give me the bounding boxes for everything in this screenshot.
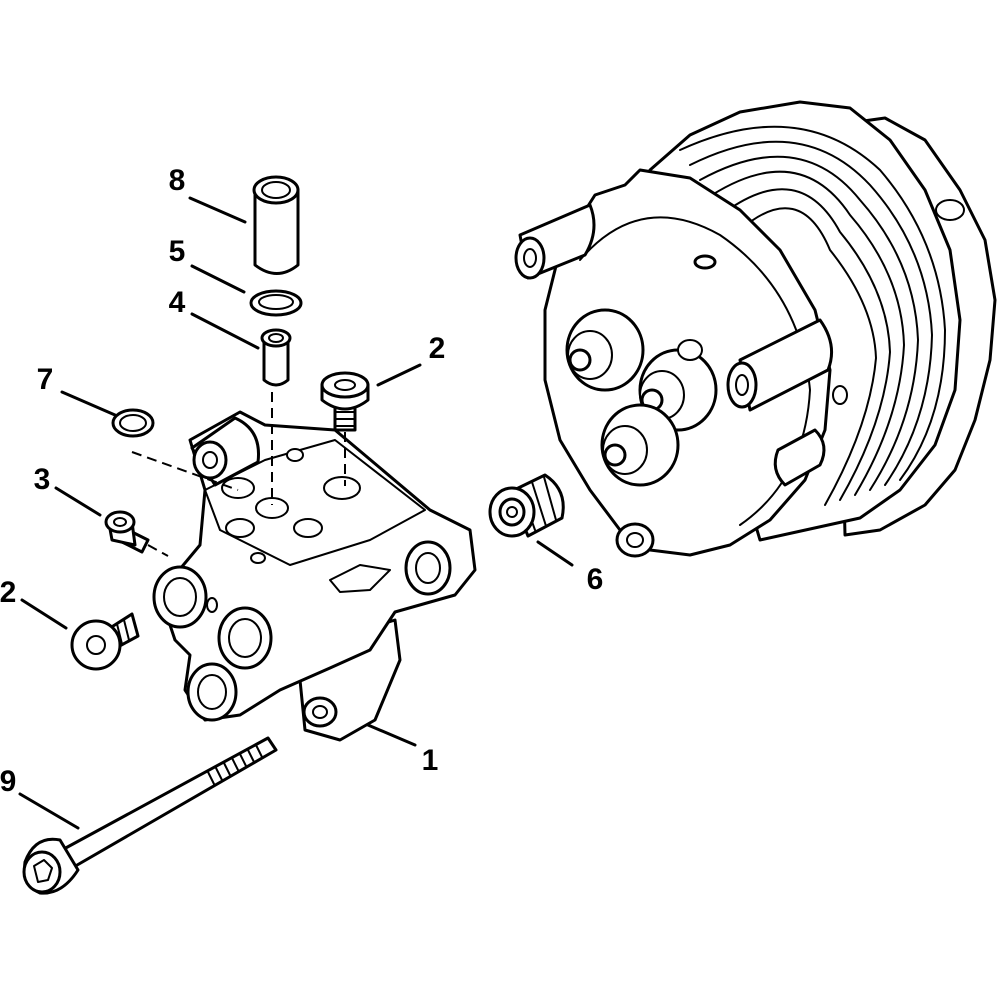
part-6-valve-cage [488,473,565,538]
leader-line-3 [54,486,102,517]
part-2-top-plug-screw [320,371,370,432]
callout-3: 3 [34,463,51,496]
callout-6: 6 [587,563,604,596]
callout-4: 4 [169,286,186,319]
leader-line-6 [536,540,574,567]
leader-line-1 [366,723,417,747]
part-5-o-ring [249,289,303,317]
callout-2-left: 2 [0,576,16,609]
part-8-sleeve [252,175,300,275]
callout-9: 9 [0,765,16,798]
leader-line-2-top [376,363,422,387]
part-7-o-ring [111,408,155,438]
callout-labels: 8 5 4 7 2 3 2 6 1 9 [0,164,603,798]
part-2-left-plug-screw [70,612,140,671]
part-3-small-plug [104,510,150,554]
leader-lines [18,196,574,830]
leader-line-8 [188,196,247,224]
part-9-long-bolt [22,736,278,895]
leader-line-9 [18,792,80,830]
part-4-valve-insert [260,328,292,387]
pump-motor-housing [514,100,997,558]
callout-1: 1 [422,744,439,777]
leader-line-2-left [20,598,68,630]
callout-2-top: 2 [429,332,446,365]
leader-line-4 [190,312,260,350]
assembly-guide-lines [131,392,346,557]
leader-line-5 [190,264,246,294]
pump-head-manifold [152,410,477,742]
callout-8: 8 [169,164,186,197]
leader-line-7 [60,390,117,417]
callout-7: 7 [37,363,54,396]
callout-5: 5 [169,235,186,268]
